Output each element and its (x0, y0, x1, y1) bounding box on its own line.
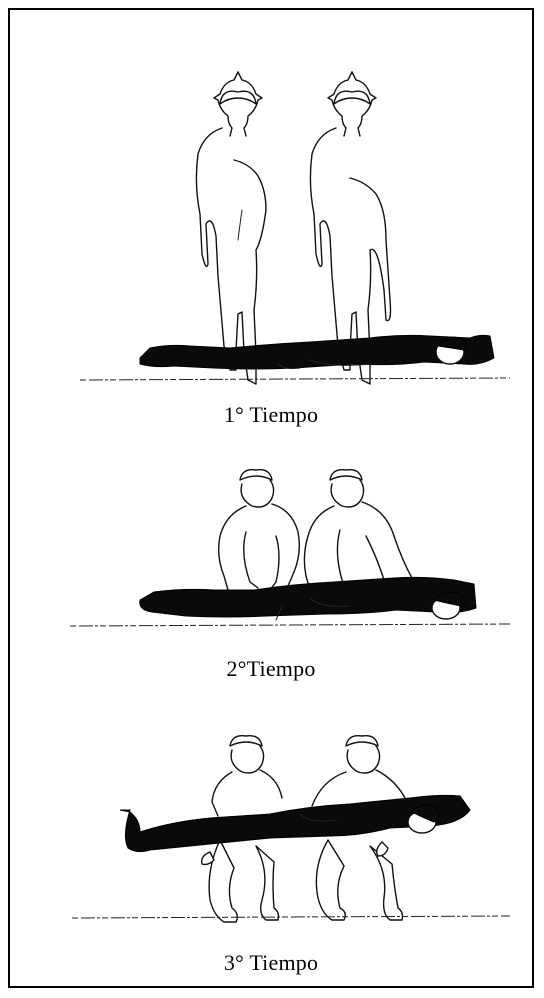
step-3-panel: 3° Tiempo (10, 710, 532, 990)
step-2-panel: 2°Tiempo (10, 440, 532, 690)
step-1-caption: 1° Tiempo (10, 402, 532, 428)
rescuer-right-kneeling (304, 470, 418, 590)
rescuer-left-kneeling (219, 470, 300, 591)
step-2-illustration (10, 440, 536, 690)
victim-lying (140, 335, 494, 369)
step-2-caption: 2°Tiempo (10, 656, 532, 682)
victim-lying (140, 577, 476, 620)
step-1-panel: 1° Tiempo (10, 10, 532, 430)
step-1-illustration (10, 10, 536, 430)
step-3-caption: 3° Tiempo (10, 950, 532, 976)
step-3-illustration (10, 710, 536, 990)
rescuer-left-standing (196, 72, 266, 384)
victim-lifted (120, 795, 470, 864)
illustration-frame: 1° Tiempo (8, 8, 534, 988)
